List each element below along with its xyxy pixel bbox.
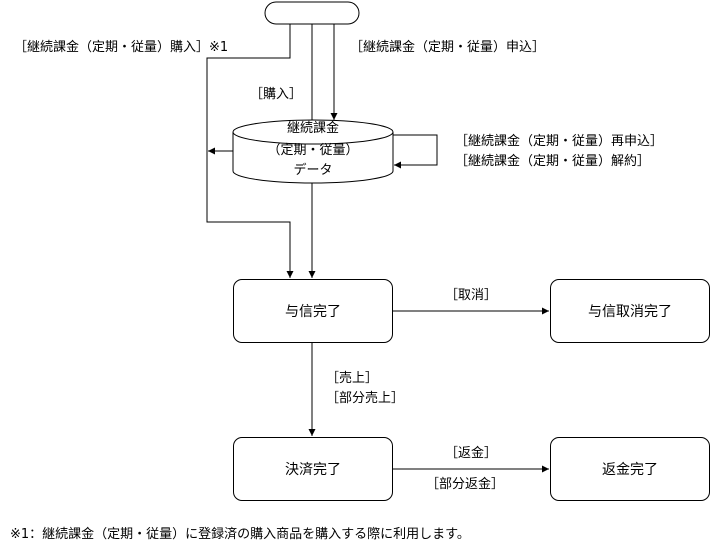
data-store-label-2: （定期・従量） bbox=[267, 143, 359, 158]
label-sale: ［売上］ bbox=[326, 371, 379, 386]
label-cancel: ［取消］ bbox=[445, 288, 498, 303]
node-credit-done: 与信完了 bbox=[233, 279, 393, 343]
label-buy-note: ［継続課金（定期・従量）購入］※1 bbox=[14, 40, 229, 55]
label-apply: ［継続課金（定期・従量）申込］ bbox=[350, 40, 546, 55]
start-node bbox=[264, 1, 360, 25]
data-store-label-1: 継続課金 bbox=[286, 121, 339, 136]
label-reapply: ［継続課金（定期・従量）再申込］ bbox=[455, 134, 664, 149]
node-settlement-done: 決済完了 bbox=[233, 437, 393, 501]
footnote: ※1：継続課金（定期・従量）に登録済の購入商品を購入する際に利用します。 bbox=[10, 527, 470, 542]
edge-self-loop bbox=[393, 134, 438, 169]
label-partial-refund: ［部分返金］ bbox=[426, 477, 505, 492]
label-cancel-contract: ［継続課金（定期・従量）解約］ bbox=[455, 154, 651, 169]
node-credit-cancel-done: 与信取消完了 bbox=[550, 279, 710, 343]
data-store-cylinder bbox=[232, 119, 394, 184]
label-refund: ［返金］ bbox=[445, 446, 498, 461]
node-refund-done: 返金完了 bbox=[550, 437, 710, 501]
label-buy: ［購入］ bbox=[250, 87, 303, 102]
edge-buy-note bbox=[206, 24, 294, 278]
data-store-label-3: データ bbox=[293, 163, 333, 178]
label-partial-sale: ［部分売上］ bbox=[326, 391, 405, 406]
